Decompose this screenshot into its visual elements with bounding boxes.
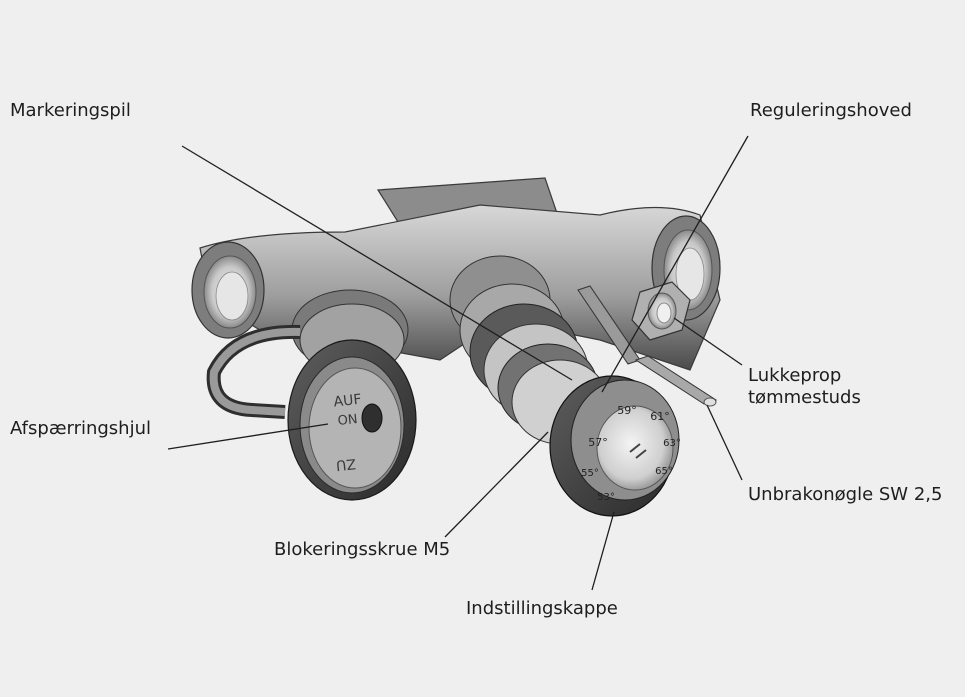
wheel-text-mid: ON xyxy=(337,412,358,429)
label-markeringspil: Markeringspil xyxy=(10,100,131,122)
dial-number: 63° xyxy=(663,438,681,449)
shutoff-wheel: AUF ON ZU xyxy=(288,340,416,500)
label-reguleringshoved: Reguleringshoved xyxy=(750,100,912,122)
leader-unbrakonoegle xyxy=(707,405,742,480)
label-unbrakonoegle: Unbrakonøgle SW 2,5 xyxy=(748,484,942,506)
wheel-text-top: AUF xyxy=(333,392,362,411)
dial-number: 55° xyxy=(581,468,599,479)
wheel-text-bottom: ZU xyxy=(335,455,356,473)
dial-number: 61° xyxy=(650,410,670,423)
left-pipe-port xyxy=(192,242,264,338)
dial-number: 65° xyxy=(655,466,673,477)
leader-blokeringsskrue xyxy=(445,432,548,537)
dial-number: 59° xyxy=(617,404,637,417)
label-blokeringsskrue: Blokeringsskrue M5 xyxy=(274,539,450,561)
leader-indstillingskappe xyxy=(592,512,614,590)
dial-number: 57° xyxy=(588,436,608,449)
label-indstillingskappe: Indstillingskappe xyxy=(466,598,618,620)
dial-number: 53° xyxy=(597,492,615,503)
label-lukkeprop: Lukkeprop tømmestuds xyxy=(748,365,861,409)
setting-cap: 57° 59° 61° 63° 65° 55° 53° xyxy=(550,376,681,516)
label-afspaerringshjul: Afspærringshjul xyxy=(10,418,151,440)
